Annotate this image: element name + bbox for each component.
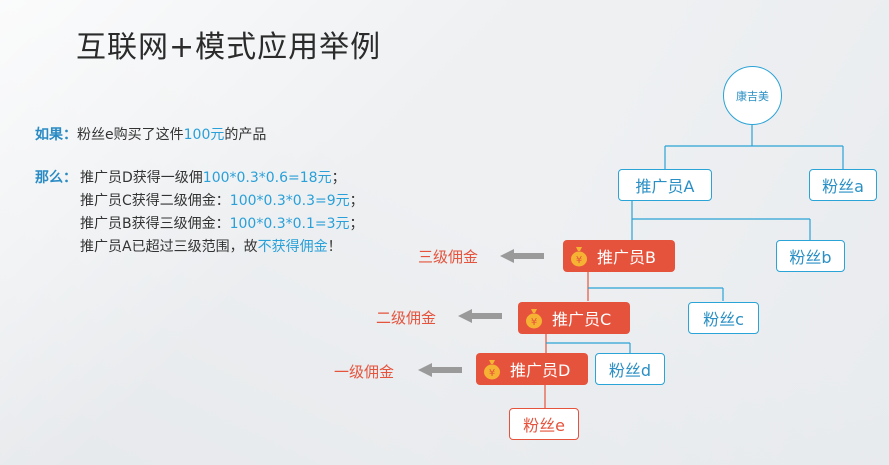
- promoter-a-node: 推广员A: [618, 169, 712, 201]
- arrow-left-icon: [430, 367, 462, 373]
- fan-c-node: 粉丝c: [688, 302, 759, 334]
- promoter-b-label: 推广员B: [597, 248, 656, 267]
- money-bag-icon: ¥: [482, 358, 502, 380]
- commission-level3-label: 三级佣金: [418, 248, 479, 266]
- then-line-2-value: 100*0.3*0.3=9元: [229, 193, 350, 209]
- then-line-4-value: 不获得佣金: [257, 239, 328, 255]
- promoter-b-node: ¥ 推广员B: [563, 240, 675, 272]
- money-bag-icon: ¥: [524, 307, 544, 329]
- arrow-left-icon: [512, 253, 544, 259]
- commission-arrows: [418, 249, 544, 377]
- then-line-4: 推广员A已超过三级范围，故不获得佣金！: [80, 236, 342, 256]
- then-line-3-value: 100*0.3*0.1=3元: [229, 216, 350, 232]
- commission-level2-label: 二级佣金: [376, 309, 437, 327]
- then-line-1: 推广员D获得一级佣100*0.3*0.6=18元；: [80, 167, 346, 187]
- if-post: 的产品: [224, 127, 267, 143]
- svg-text:¥: ¥: [576, 255, 582, 266]
- then-line-4-text: 推广员A已超过三级范围，故: [80, 239, 258, 255]
- then-line-1-end: ；: [331, 170, 346, 186]
- then-line-2-end: ；: [349, 193, 364, 209]
- then-line-1-text: 推广员D获得一级佣: [80, 170, 203, 186]
- then-line-3-text: 推广员B获得三级佣金：: [80, 216, 230, 232]
- then-line-3: 推广员B获得三级佣金：100*0.3*0.1=3元；: [80, 213, 364, 233]
- then-keyword-row: 那么：: [35, 167, 77, 187]
- promoter-c-label: 推广员C: [552, 310, 612, 329]
- page-title: 互联网+模式应用举例: [76, 30, 382, 65]
- if-line: 如果：粉丝e购买了这件100元的产品: [35, 124, 266, 144]
- arrow-left-icon: [470, 313, 502, 319]
- fan-b-node: 粉丝b: [776, 240, 845, 272]
- then-keyword: 那么：: [35, 170, 77, 186]
- root-node: 康吉美: [723, 66, 782, 125]
- then-line-4-end: ！: [327, 239, 342, 255]
- fan-e-node: 粉丝e: [509, 408, 579, 440]
- then-line-3-end: ；: [349, 216, 364, 232]
- arrow-left-icon: [418, 363, 432, 377]
- arrow-left-icon: [500, 249, 514, 263]
- fan-d-node: 粉丝d: [595, 353, 665, 385]
- if-amount: 100元: [183, 127, 225, 143]
- promoter-c-node: ¥ 推广员C: [518, 302, 630, 334]
- if-keyword: 如果：: [35, 127, 77, 143]
- money-bag-icon: ¥: [569, 245, 589, 267]
- then-line-1-value: 100*0.3*0.6=18元: [202, 170, 332, 186]
- fan-a-node: 粉丝a: [809, 169, 877, 201]
- then-line-2: 推广员C获得二级佣金：100*0.3*0.3=9元；: [80, 190, 364, 210]
- commission-level1-label: 一级佣金: [334, 363, 395, 381]
- then-line-2-text: 推广员C获得二级佣金：: [80, 193, 230, 209]
- svg-text:¥: ¥: [531, 317, 537, 328]
- svg-text:¥: ¥: [489, 368, 495, 379]
- promoter-d-label: 推广员D: [510, 361, 571, 380]
- promoter-d-node: ¥ 推广员D: [476, 353, 588, 385]
- if-pre: 粉丝e购买了这件: [77, 127, 184, 143]
- arrow-left-icon: [458, 309, 472, 323]
